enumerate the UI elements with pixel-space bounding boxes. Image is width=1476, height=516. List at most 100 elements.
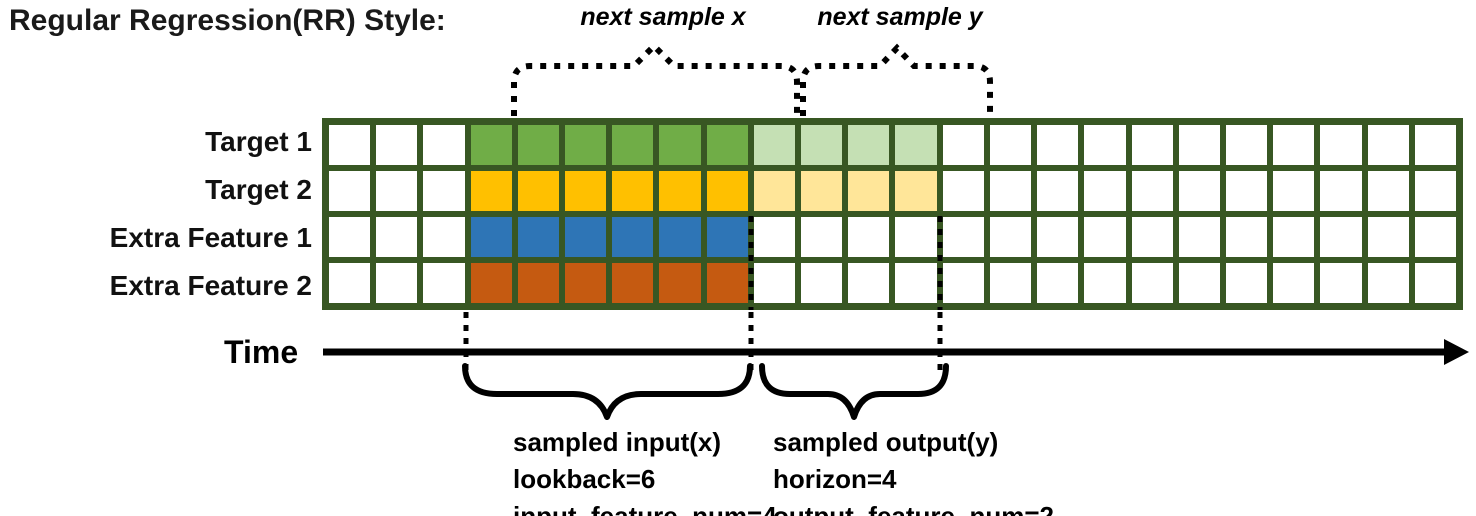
grid-cell	[609, 214, 657, 260]
grid-cell	[514, 168, 563, 214]
grid-cell	[798, 260, 846, 306]
grid-cell	[798, 214, 846, 260]
grid-cell	[1081, 122, 1129, 168]
row-label-target-2: Target 2	[205, 174, 312, 205]
grid-cell	[420, 122, 468, 168]
grid-cell	[845, 122, 893, 168]
grid-cell	[326, 214, 374, 260]
sampled-input-brace	[462, 363, 753, 420]
grid-cell	[1317, 260, 1365, 306]
grid-cell	[939, 260, 987, 306]
grid-cell	[1034, 168, 1082, 214]
grid-cell	[656, 214, 704, 260]
grid-cell	[939, 168, 987, 214]
grid-cell	[562, 122, 610, 168]
grid-cell	[750, 168, 799, 214]
grid-cell	[467, 214, 515, 260]
grid-cell	[986, 260, 1035, 306]
grid-cell	[1411, 122, 1459, 168]
grid-cell	[326, 168, 374, 214]
grid-cell	[420, 214, 468, 260]
grid-cell	[1128, 122, 1176, 168]
grid-cell	[1175, 214, 1223, 260]
grid-cell	[703, 260, 751, 306]
grid-cell	[939, 122, 987, 168]
timeseries-grid	[322, 118, 1463, 310]
grid-cell	[609, 122, 657, 168]
page-title: Regular Regression(RR) Style:	[9, 4, 446, 37]
grid-cell	[562, 214, 610, 260]
grid-cell	[1081, 168, 1129, 214]
grid-cell	[1034, 214, 1082, 260]
grid-cell	[467, 260, 515, 306]
grid-cell	[750, 214, 799, 260]
grid-cell	[562, 168, 610, 214]
grid-cell	[1364, 122, 1412, 168]
sampled-output-brace	[759, 363, 949, 420]
grid-cell	[326, 122, 374, 168]
grid-cell	[892, 260, 940, 306]
grid-cell	[1175, 168, 1223, 214]
grid-cell	[373, 168, 421, 214]
next-sample-y-brace	[800, 43, 993, 116]
grid-cell	[514, 260, 563, 306]
grid-cell	[986, 122, 1035, 168]
grid-cell	[562, 260, 610, 306]
grid-cell	[750, 122, 799, 168]
row-label-extra-feature-2: Extra Feature 2	[109, 270, 312, 301]
grid-cell	[798, 122, 846, 168]
grid-cell	[420, 260, 468, 306]
grid-cell	[1317, 214, 1365, 260]
grid-cell	[703, 214, 751, 260]
grid-cell	[373, 214, 421, 260]
grid-cell	[703, 168, 751, 214]
next-sample-y-label: next sample y	[817, 3, 983, 31]
grid-cell	[1128, 214, 1176, 260]
grid-cell	[1081, 214, 1129, 260]
grid-cell	[1364, 260, 1412, 306]
grid-cell	[326, 260, 374, 306]
grid-cell	[373, 260, 421, 306]
grid-cell	[1175, 122, 1223, 168]
grid-cell	[845, 214, 893, 260]
grid-cell	[798, 168, 846, 214]
grid-cell	[892, 122, 940, 168]
grid-cell	[892, 214, 940, 260]
grid-cell	[1411, 168, 1459, 214]
grid-cell	[892, 168, 940, 214]
grid-cell	[609, 168, 657, 214]
grid-cell	[1270, 122, 1318, 168]
grid-cell	[1128, 260, 1176, 306]
grid-cell	[656, 168, 704, 214]
grid-cell	[609, 260, 657, 306]
time-axis-label: Time	[224, 334, 299, 370]
grid-cell	[514, 122, 563, 168]
output-feature-num: output_feature_num=2	[773, 501, 1054, 516]
grid-cell	[939, 214, 987, 260]
grid-cell	[467, 122, 515, 168]
grid-cell	[1364, 214, 1412, 260]
row-label-target-1: Target 1	[205, 126, 312, 157]
grid-cell	[1034, 122, 1082, 168]
grid-cell	[845, 260, 893, 306]
grid-cell	[1222, 122, 1271, 168]
grid-cell	[1128, 168, 1176, 214]
input-feature-num: input_feature_num=4	[513, 501, 777, 516]
grid-cell	[514, 214, 563, 260]
grid-cell	[1270, 168, 1318, 214]
grid-cell	[986, 168, 1035, 214]
row-labels: Target 1 Target 2 Extra Feature 1 Extra …	[0, 118, 312, 310]
grid-cell	[1317, 122, 1365, 168]
grid-cell	[1411, 260, 1459, 306]
grid-cell	[467, 168, 515, 214]
grid-cell	[1222, 214, 1271, 260]
next-sample-x-brace	[511, 41, 800, 116]
grid-cell	[986, 214, 1035, 260]
grid-cell	[703, 122, 751, 168]
grid-cell	[1317, 168, 1365, 214]
grid-cell	[656, 122, 704, 168]
time-axis-arrowhead	[1444, 339, 1469, 365]
grid-cell	[1081, 260, 1129, 306]
grid-cell	[1270, 214, 1318, 260]
